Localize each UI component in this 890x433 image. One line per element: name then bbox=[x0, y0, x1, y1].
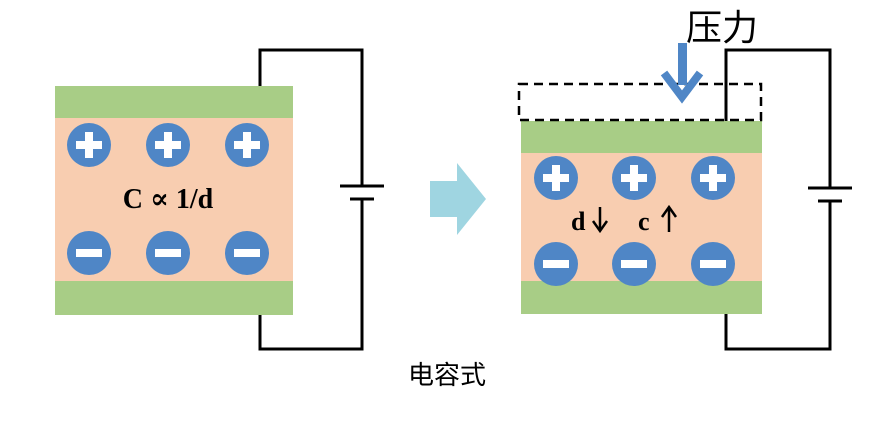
plus-charge-icon bbox=[534, 156, 578, 200]
plus-charge-icon bbox=[225, 123, 269, 167]
plus-charge-icon bbox=[691, 156, 735, 200]
transition-arrow-icon bbox=[430, 163, 486, 235]
right-capacitor: d c bbox=[517, 82, 763, 314]
left-positive-charges bbox=[67, 123, 269, 167]
original-plate-position-dashed bbox=[517, 82, 763, 122]
right-top-plate bbox=[521, 121, 762, 153]
left-circuit-wire bbox=[258, 48, 364, 351]
capacitance-label: c bbox=[638, 207, 650, 236]
minus-charge-icon bbox=[225, 231, 269, 275]
distance-label: d bbox=[571, 207, 586, 236]
right-positive-charges bbox=[534, 156, 735, 200]
right-battery-icon bbox=[808, 186, 852, 203]
right-bottom-plate bbox=[521, 281, 762, 314]
left-capacitor: C ∝ 1/d bbox=[55, 86, 293, 315]
minus-charge-icon bbox=[534, 242, 578, 286]
left-top-plate bbox=[55, 86, 293, 118]
minus-charge-icon bbox=[146, 231, 190, 275]
arrow-up-icon bbox=[660, 204, 678, 232]
left-bottom-plate bbox=[55, 281, 293, 315]
minus-charge-icon bbox=[612, 242, 656, 286]
minus-charge-icon bbox=[67, 231, 111, 275]
right-circuit-wire bbox=[724, 48, 832, 351]
left-battery-icon bbox=[340, 184, 384, 201]
force-label: 压力 bbox=[686, 8, 758, 48]
plus-charge-icon bbox=[612, 156, 656, 200]
capacitance-formula: C ∝ 1/d bbox=[123, 184, 214, 215]
force-arrow-icon bbox=[660, 43, 704, 104]
plus-charge-icon bbox=[67, 123, 111, 167]
right-negative-charges bbox=[534, 242, 735, 286]
arrow-down-icon bbox=[591, 207, 609, 234]
plus-charge-icon bbox=[146, 123, 190, 167]
left-negative-charges bbox=[67, 231, 269, 275]
minus-charge-icon bbox=[691, 242, 735, 286]
caption: 电容式 bbox=[408, 361, 486, 390]
